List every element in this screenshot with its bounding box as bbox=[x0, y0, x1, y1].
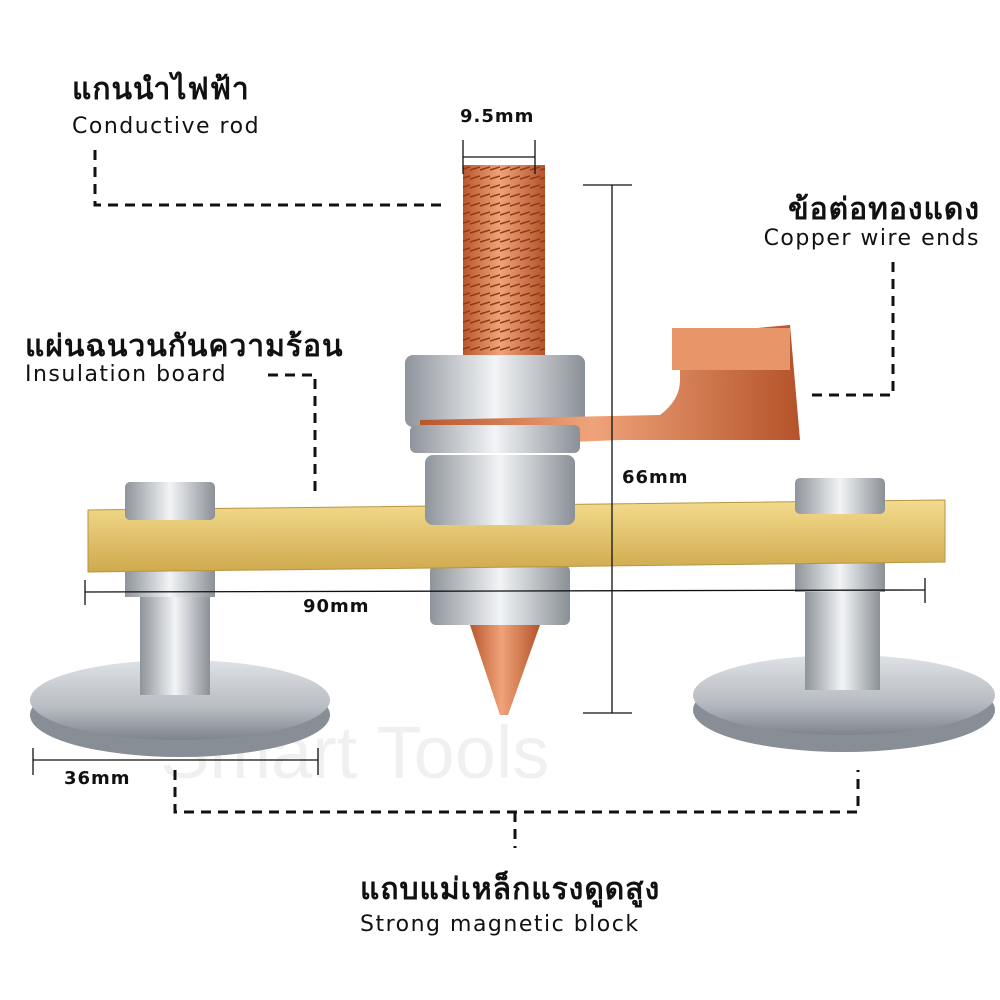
magnetic-block-thai-label: แถบแม่เหล็กแรงดูดสูง bbox=[360, 872, 661, 907]
center-lower-nut bbox=[430, 565, 570, 625]
right-bolt-head bbox=[795, 478, 885, 514]
leader-lines bbox=[93, 150, 895, 848]
insulation-board-thai-label: แผ่นฉนวนกันความร้อน bbox=[25, 329, 344, 364]
copper-lug bbox=[420, 325, 800, 448]
width-dimension: 90mm bbox=[303, 596, 370, 617]
magnet-diameter-dimension: 36mm bbox=[64, 768, 131, 789]
insulation-board bbox=[87, 499, 946, 573]
washer bbox=[410, 425, 580, 453]
insulation-board-label: Insulation board bbox=[25, 362, 228, 387]
copper-wire-ends-label: Copper wire ends bbox=[763, 226, 980, 251]
dimension-lines bbox=[32, 140, 926, 775]
copper-wire-ends-thai-label: ข้อต่อทองแดง bbox=[788, 192, 980, 227]
magnetic-block-label: Strong magnetic block bbox=[360, 912, 640, 937]
middle-nut bbox=[425, 455, 575, 525]
right-magnet bbox=[693, 590, 995, 752]
left-magnet bbox=[30, 595, 330, 757]
conductive-rod-thai-label: แกนนำไฟฟ้า bbox=[72, 72, 250, 107]
height-dimension: 66mm bbox=[622, 467, 689, 488]
left-bolt-head bbox=[125, 482, 215, 520]
rod-diameter-dimension: 9.5mm bbox=[460, 106, 535, 127]
copper-tip bbox=[470, 625, 540, 715]
conductive-rod-label: Conductive rod bbox=[72, 114, 261, 139]
upper-nut bbox=[405, 355, 585, 427]
right-lower-nut bbox=[795, 560, 885, 592]
